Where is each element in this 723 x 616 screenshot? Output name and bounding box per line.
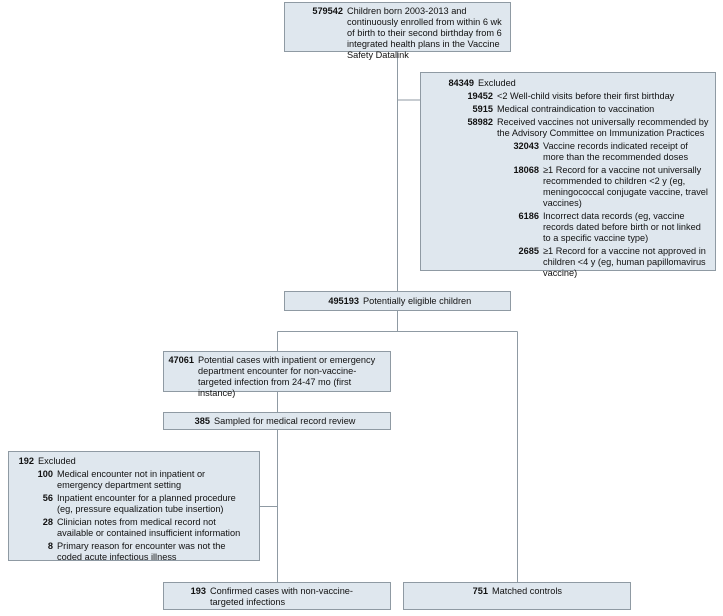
- exclusion2-label: Excluded: [38, 456, 76, 466]
- eligible-count: 495193: [328, 296, 359, 306]
- exclusion1-reason-count: 58982: [467, 117, 493, 127]
- exclusion1-subreason-count: 6186: [518, 211, 539, 221]
- exclusion1-count: 84349: [448, 78, 474, 88]
- exclusion2-reason-text: Inpatient encounter for a planned proced…: [57, 493, 236, 514]
- exclusion-box-2: 192 Excluded 100 Medical encounter not i…: [8, 451, 260, 562]
- confirmed-cases-count: 193: [190, 586, 206, 596]
- matched-controls-count: 751: [472, 586, 488, 596]
- exclusion2-reason-count: 8: [47, 541, 53, 551]
- exclusion1-reason-count: 19452: [467, 91, 493, 101]
- exclusion1-reason-text: Medical contraindication to vaccination: [497, 104, 655, 114]
- potential-cases-box: 47061 Potential cases with inpatient or …: [163, 351, 391, 398]
- potential-cases-text: Potential cases with inpatient or emerge…: [198, 355, 376, 398]
- eligible-box: 495193 Potentially eligible children: [284, 291, 511, 311]
- cohort-count: 579542: [312, 6, 343, 16]
- cohort-description: Children born 2003-2013 and continuously…: [347, 6, 502, 60]
- exclusion2-reason-count: 28: [42, 517, 53, 527]
- exclusion1-subreason-text: Incorrect data records (eg, vaccine reco…: [543, 211, 701, 243]
- exclusion1-reason-text: <2 Well-child visits before their first …: [497, 91, 675, 101]
- exclusion1-reason-text: Received vaccines not universally recomm…: [497, 117, 709, 138]
- confirmed-cases-box: 193 Confirmed cases with non-vaccine-tar…: [163, 582, 391, 610]
- cohort-box: 579542 Children born 2003-2013 and conti…: [284, 2, 511, 60]
- exclusion1-subreason-text: Vaccine records indicated receipt of mor…: [543, 141, 689, 162]
- exclusion1-subreason-count: 2685: [518, 246, 539, 256]
- exclusion2-count: 192: [18, 456, 34, 466]
- eligible-text: Potentially eligible children: [363, 296, 472, 306]
- confirmed-cases-text: Confirmed cases with non-vaccine-targete…: [210, 586, 353, 607]
- sampled-box: 385 Sampled for medical record review: [163, 412, 391, 430]
- exclusion1-reason-count: 5915: [472, 104, 493, 114]
- exclusion-box-1: 84349 Excluded 19452 <2 Well-child visit…: [420, 72, 716, 278]
- matched-controls-text: Matched controls: [492, 586, 562, 596]
- exclusion1-subreason-count: 32043: [513, 141, 539, 151]
- exclusion1-label: Excluded: [478, 78, 516, 88]
- exclusion2-reason-count: 100: [37, 469, 53, 479]
- exclusion2-reason-text: Medical encounter not in inpatient or em…: [57, 469, 206, 490]
- potential-cases-count: 47061: [168, 355, 194, 365]
- exclusion1-subreason-text: ≥1 Record for a vaccine not approved in …: [543, 246, 706, 278]
- matched-controls-box: 751 Matched controls: [403, 582, 631, 610]
- exclusion2-reason-text: Primary reason for encounter was not the…: [57, 541, 226, 562]
- exclusion2-reason-text: Clinician notes from medical record not …: [57, 517, 241, 538]
- exclusion1-subreason-text: ≥1 Record for a vaccine not universally …: [543, 165, 708, 208]
- sampled-count: 385: [194, 416, 210, 426]
- sampled-text: Sampled for medical record review: [214, 416, 356, 426]
- exclusion1-subreason-count: 18068: [513, 165, 539, 175]
- exclusion2-reason-count: 56: [42, 493, 53, 503]
